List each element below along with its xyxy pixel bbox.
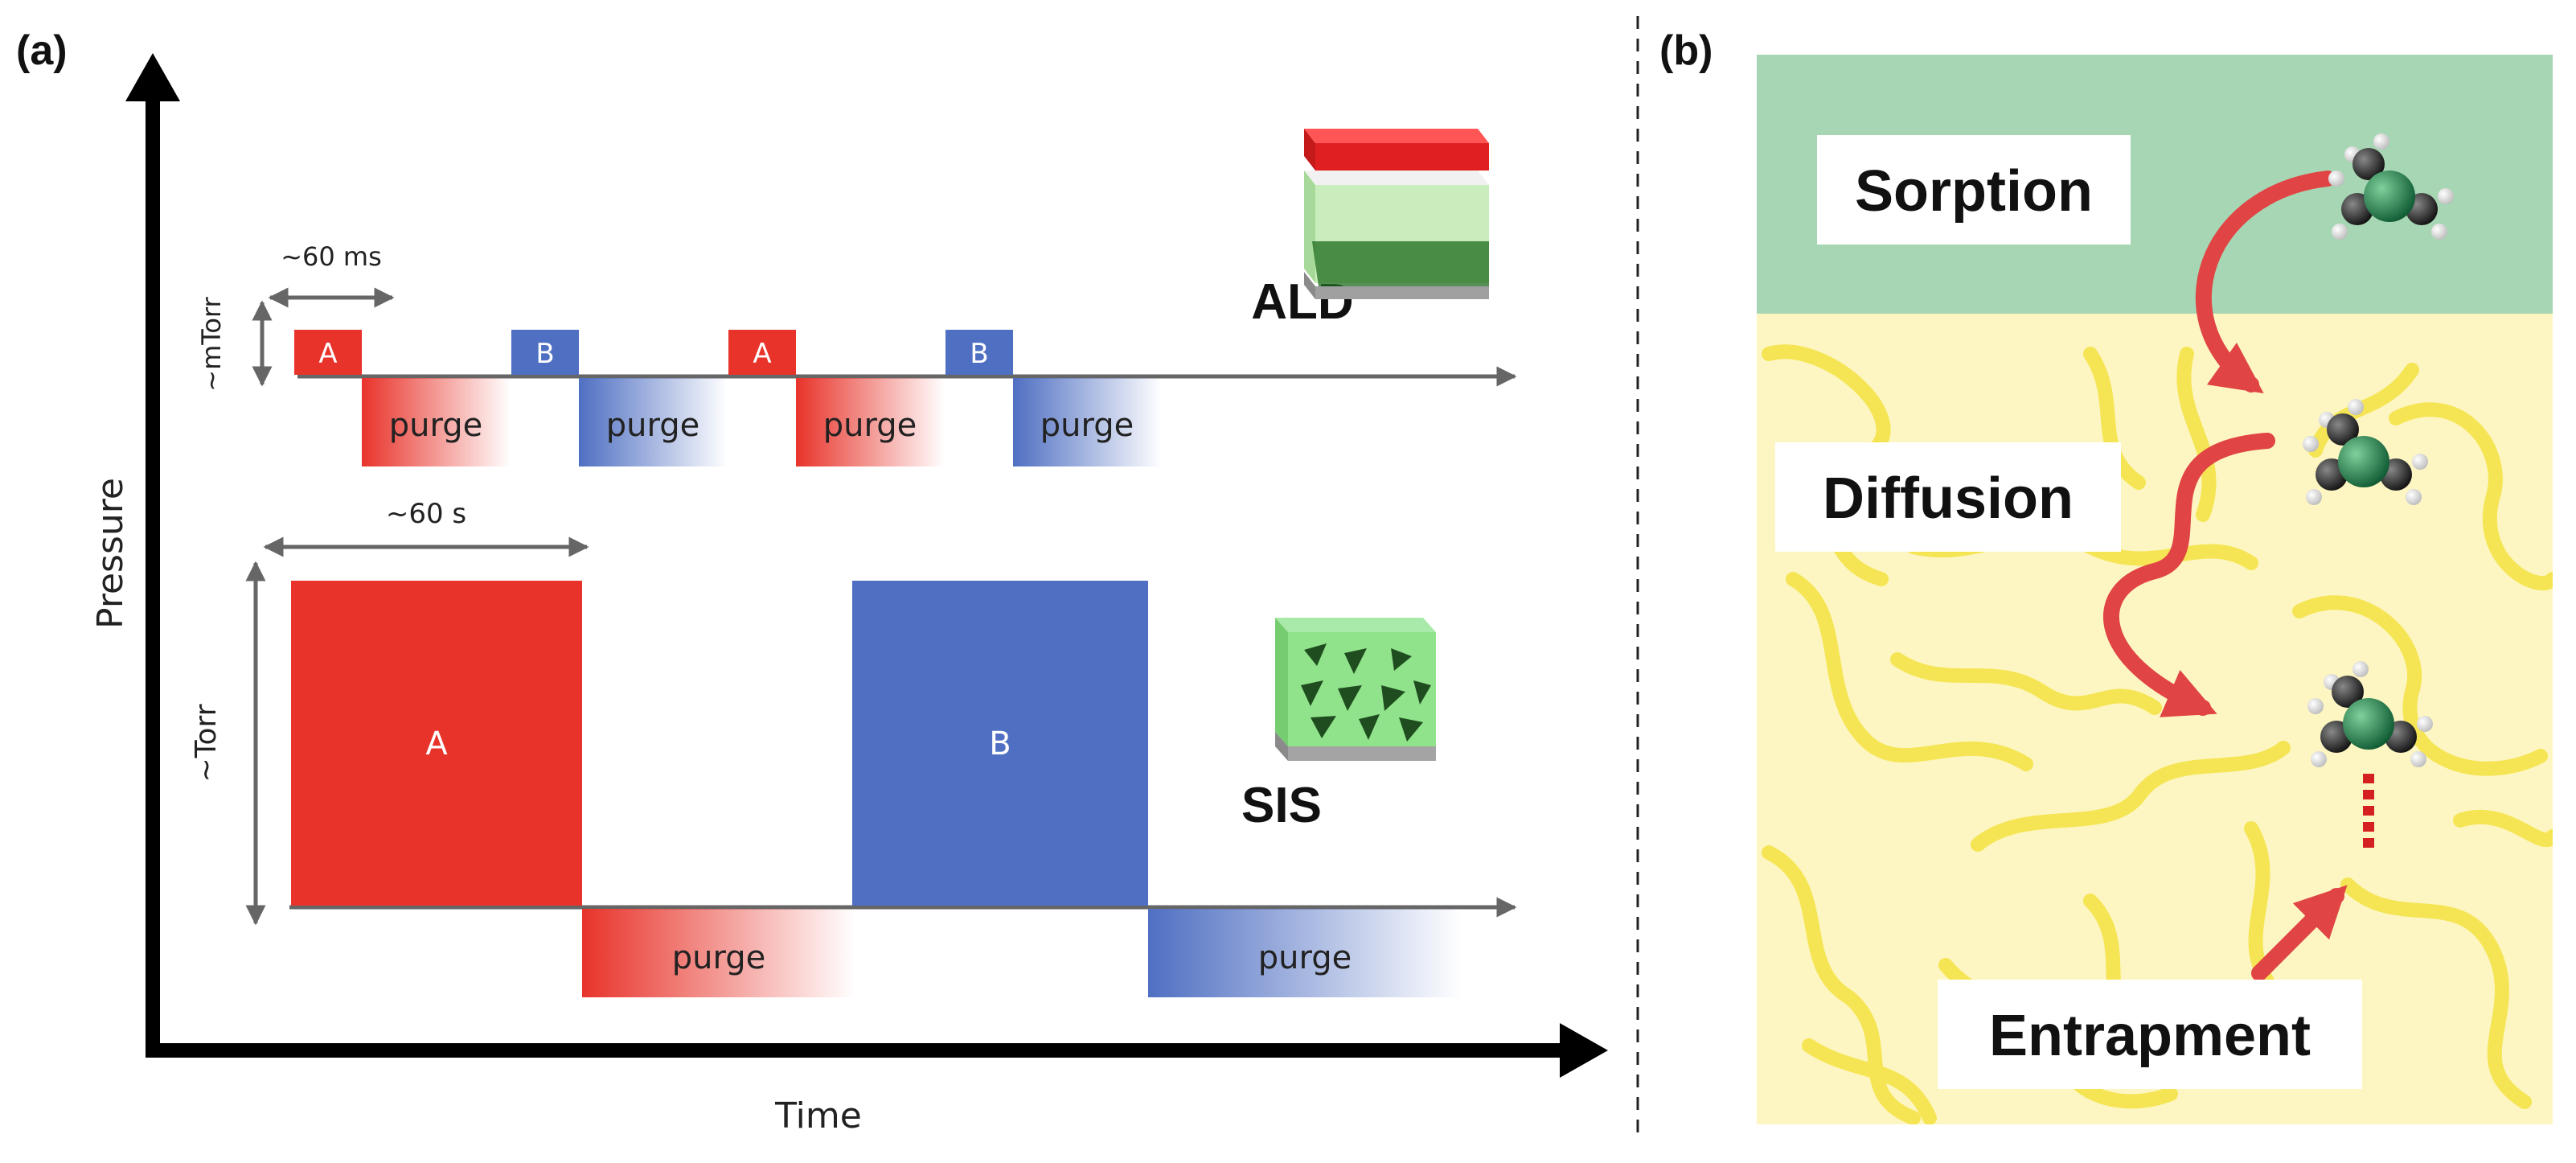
sorption-arrow-icon <box>2195 171 2336 394</box>
sis-pressure-scale-label: ~Torr <box>190 704 223 782</box>
sis-pulse-b-label: B <box>989 725 1011 762</box>
panel-a: (a) Pressure Time ~mTorr ~60 ms A purge … <box>16 27 1608 1136</box>
x-axis-arrowhead-icon <box>1560 1023 1608 1078</box>
ald-time-scale-label: ~60 ms <box>281 241 382 272</box>
entrapment-label-box <box>1938 980 2362 1089</box>
y-axis-label: Pressure <box>90 478 131 629</box>
ald-purge-1-label: purge <box>389 407 482 444</box>
diffusion-label-box <box>1775 442 2121 552</box>
entrapment-label: Entrapment <box>1989 1004 2311 1068</box>
main-axes: Pressure Time <box>90 53 1608 1136</box>
sis-purge-2-label: purge <box>1258 939 1352 976</box>
ald-purge-1 <box>362 378 511 466</box>
sis-purge-1 <box>582 909 855 997</box>
ald-purge-2 <box>579 378 728 466</box>
ald-film-illustration <box>1304 129 1489 299</box>
sis-diagram: ~60 s ~Torr A purge B purge SIS <box>190 498 1517 997</box>
panel-b-label: (b) <box>1659 27 1713 74</box>
ald-pulse-b-1 <box>511 330 579 375</box>
sis-pulse-b <box>852 581 1148 906</box>
panel-a-label: (a) <box>16 27 68 74</box>
diffusion-arrow-icon <box>2102 433 2275 717</box>
sis-purge-2 <box>1148 909 1462 997</box>
ald-pulse-b-2-label: B <box>970 338 988 370</box>
ald-pressure-scale-label: ~mTorr <box>196 296 227 391</box>
sorption-label-box <box>1817 135 2131 245</box>
ald-purge-2-label: purge <box>606 407 699 444</box>
sorption-label: Sorption <box>1855 159 2093 224</box>
ald-pulse-a-1 <box>294 330 362 375</box>
ald-pulse-a-2-label: A <box>753 338 771 370</box>
ald-pulse-b-2 <box>945 330 1013 375</box>
sis-pulse-a-label: A <box>425 725 448 762</box>
ald-purge-4-label: purge <box>1040 407 1134 444</box>
ald-pulse-b-1-label: B <box>535 338 554 370</box>
ald-purge-3-label: purge <box>823 407 917 444</box>
diffusion-arrows <box>2102 171 2348 981</box>
ald-pulse-a-1-label: A <box>318 338 337 370</box>
sis-film-illustration <box>1275 618 1436 761</box>
entrapment-arrow-icon <box>2251 885 2348 981</box>
ald-diagram: ~mTorr ~60 ms A purge B purge A purge B … <box>196 129 1517 466</box>
x-axis-label: Time <box>774 1095 862 1136</box>
sis-purge-1-label: purge <box>672 939 765 976</box>
ald-purge-3 <box>796 378 945 466</box>
sis-title: SIS <box>1241 778 1322 833</box>
ald-pulse-a-2 <box>728 330 796 375</box>
panel-b: (b) <box>1659 27 2553 1124</box>
sis-pulse-a <box>291 581 582 906</box>
ald-purge-4 <box>1013 378 1162 466</box>
y-axis-arrowhead-icon <box>125 53 180 101</box>
sis-time-scale-label: ~60 s <box>386 498 466 530</box>
diffusion-label: Diffusion <box>1823 466 2074 531</box>
